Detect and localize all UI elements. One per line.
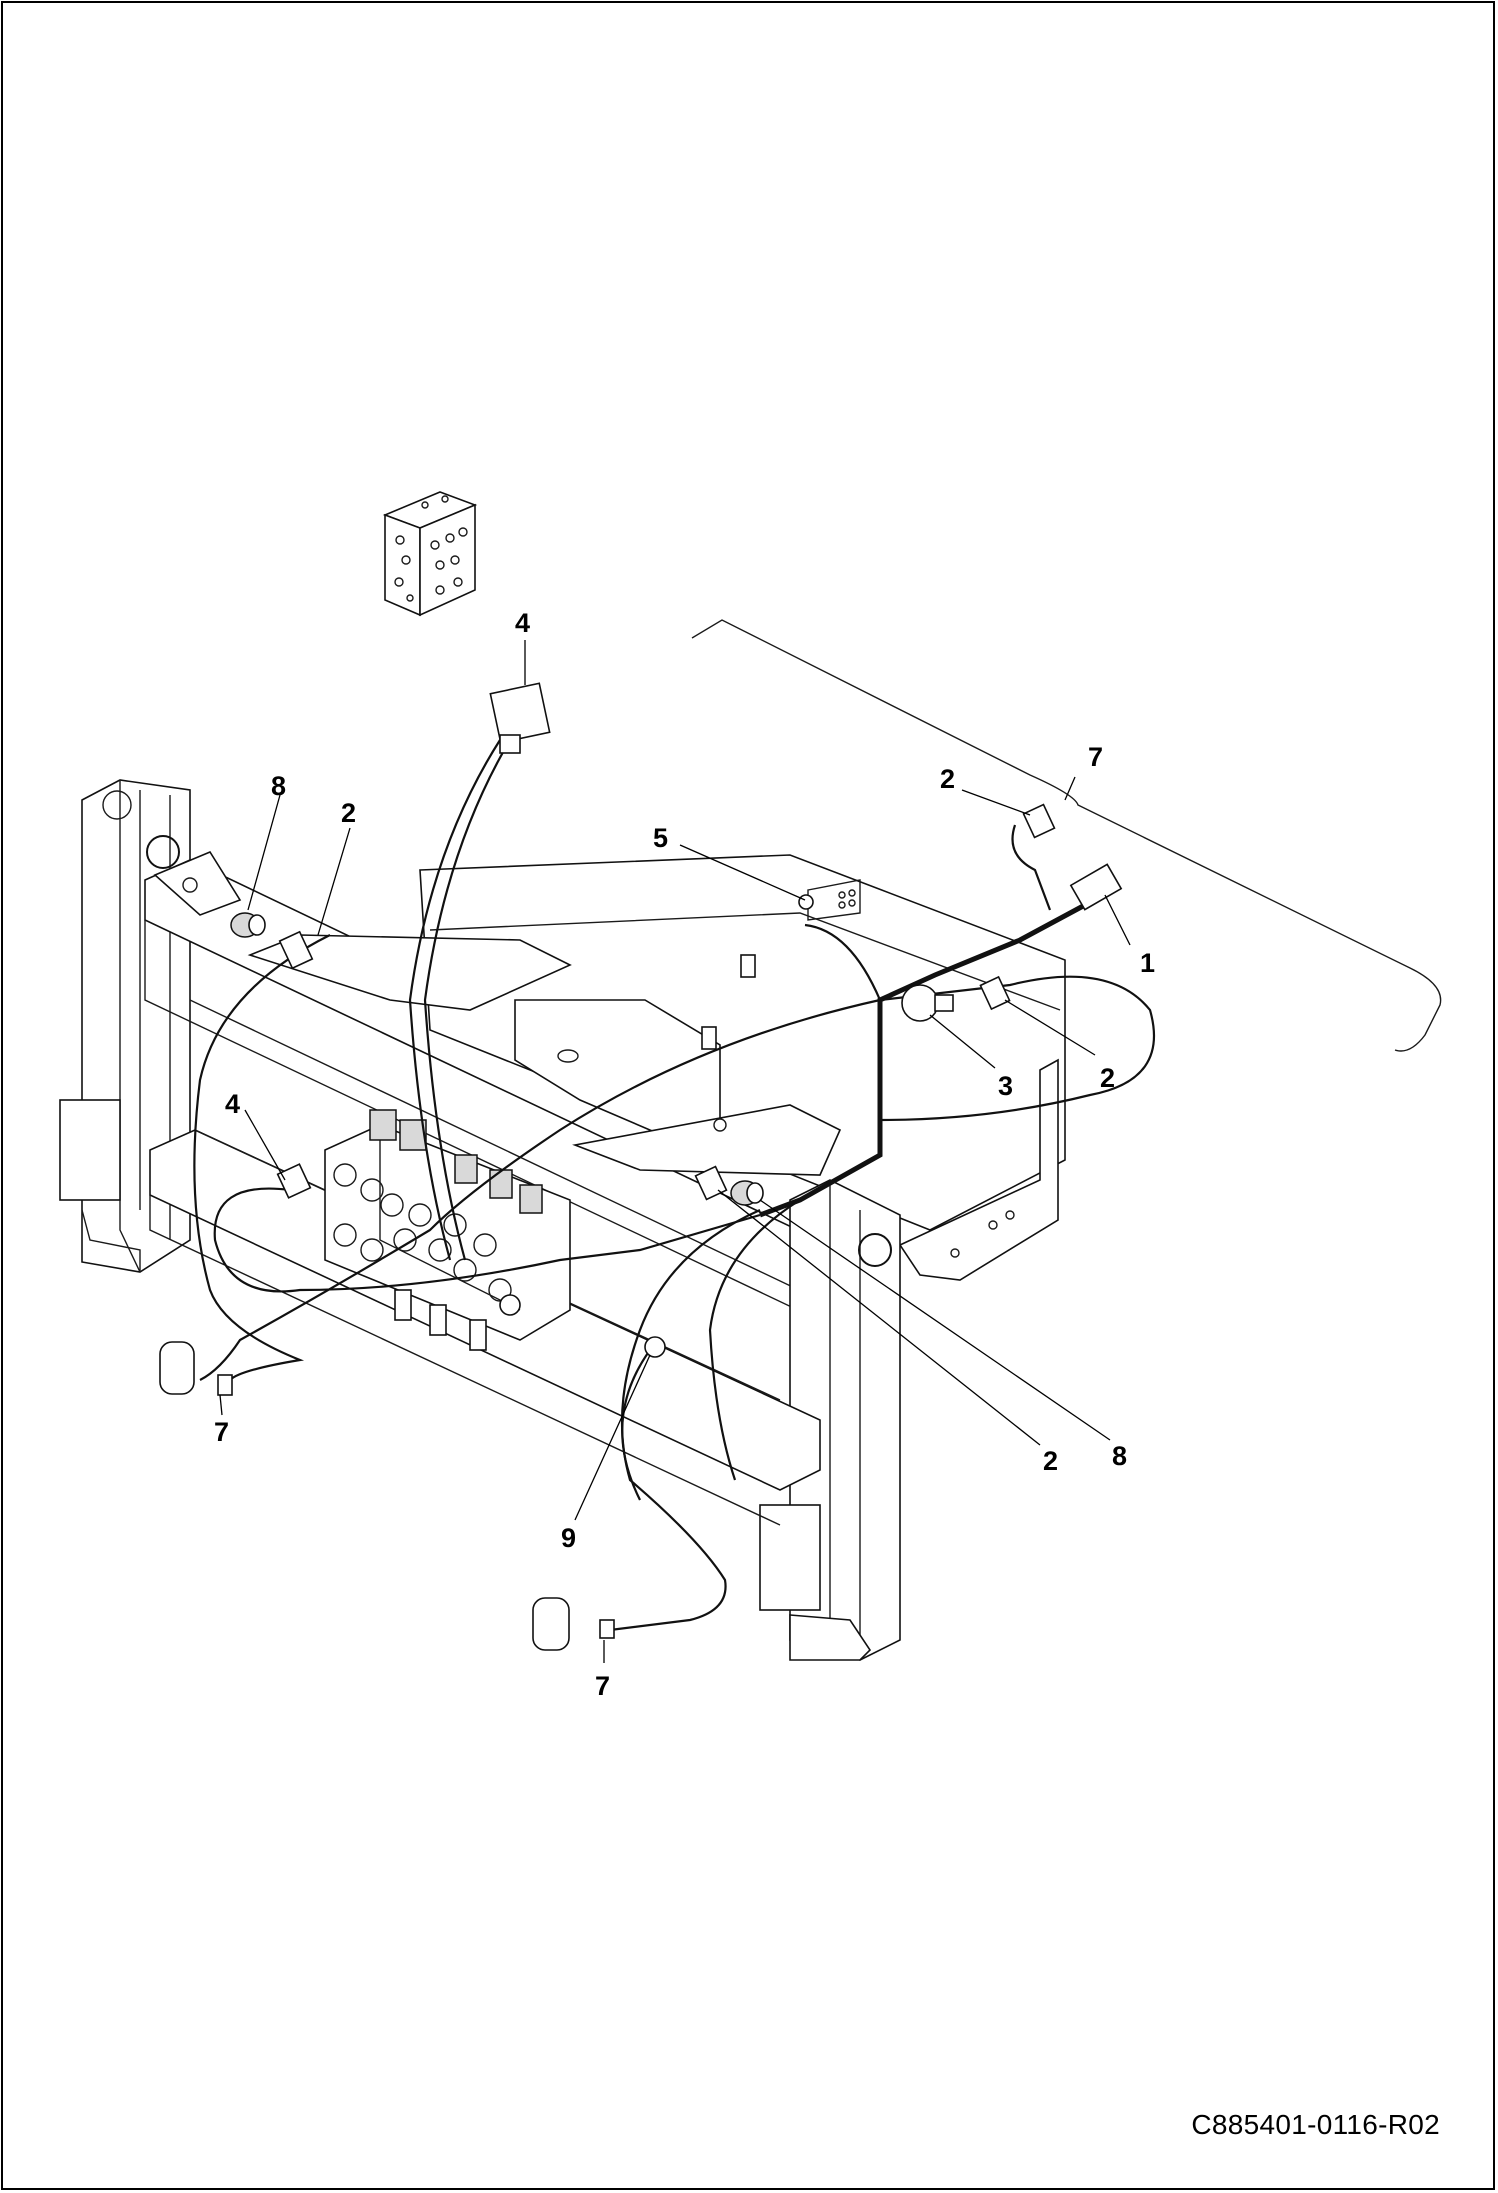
component-8-left: [230, 912, 266, 938]
callout-1: 1: [1140, 948, 1155, 978]
ground-5: [798, 894, 814, 910]
center-plate: [572, 1104, 842, 1176]
hydraulic-valve-bank: [324, 1109, 571, 1351]
callout-4-top: 4: [515, 608, 530, 638]
callout-2-center: 2: [1043, 1446, 1058, 1476]
rear-compartment: [419, 854, 1066, 1231]
callout-2-right: 2: [1100, 1063, 1115, 1093]
callout-2-top-right: 2: [940, 764, 955, 794]
callout-3: 3: [998, 1071, 1013, 1101]
callout-6: 7: [1088, 742, 1103, 772]
callout-7-bottom: 7: [595, 1671, 610, 1701]
right-upright: [759, 1179, 901, 1661]
drawing-number: C885401-0116-R02: [1191, 2109, 1440, 2140]
connector-4-top: [489, 682, 551, 754]
machine-outline-curve: [691, 619, 1442, 1052]
wire-harness: [193, 739, 1155, 1632]
component-3: [901, 984, 954, 1022]
connector-4-left: [276, 1163, 312, 1199]
valve-block-detail: [382, 491, 478, 617]
sensor-9: [644, 1336, 666, 1358]
connector-2-left: [278, 930, 314, 970]
lamp-7-bottom: [532, 1597, 615, 1651]
lamp-7-left: [159, 1341, 233, 1396]
callout-4-left: 4: [225, 1089, 240, 1119]
callout-7-left: 7: [214, 1417, 229, 1447]
connector-2-top-right: [1022, 803, 1056, 839]
connector-2-right: [979, 975, 1011, 1011]
callout-5: 5: [653, 823, 668, 853]
connector-1: [1069, 863, 1123, 911]
component-8-right: [730, 1180, 764, 1206]
right-bracket: [898, 1058, 1059, 1281]
callout-8-right: 8: [1112, 1441, 1127, 1471]
callout-9: 9: [561, 1523, 576, 1553]
leader-lines: [219, 640, 1131, 1663]
callout-2-left: 2: [341, 798, 356, 828]
callout-8-left: 8: [271, 771, 286, 801]
